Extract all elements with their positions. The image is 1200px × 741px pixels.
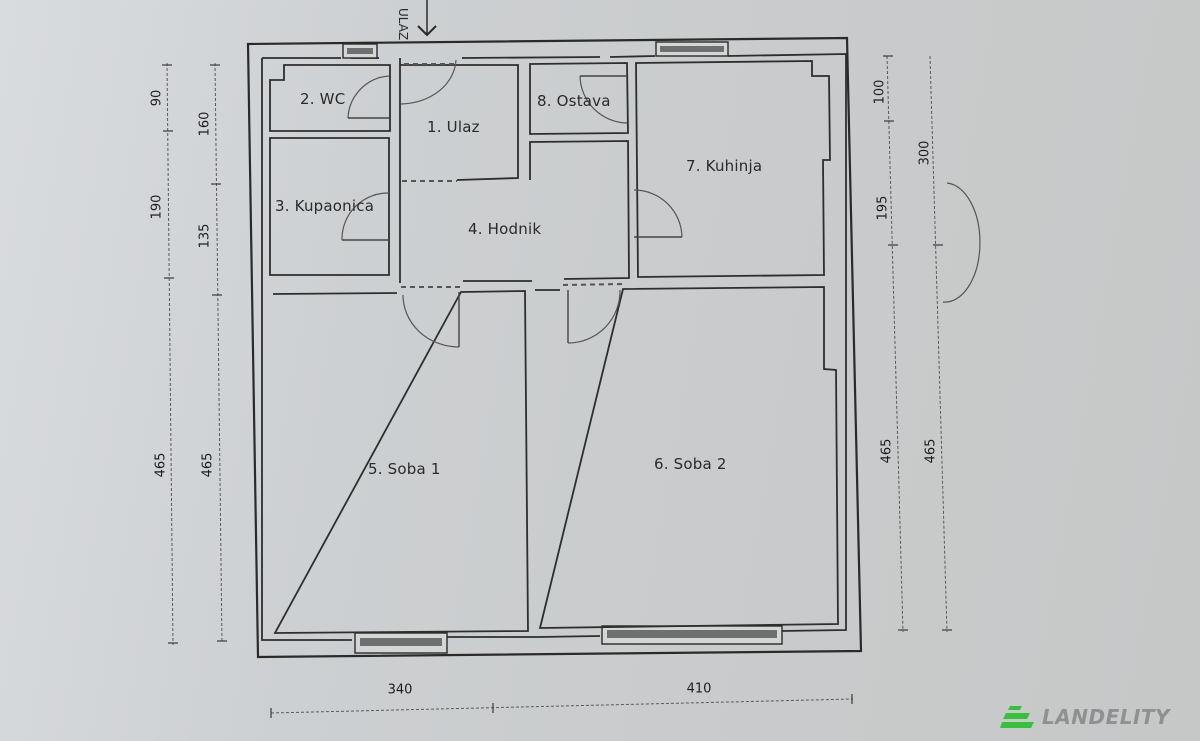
dim-right-inner-kuhinja: 195 (875, 195, 891, 221)
door-wc (347, 75, 390, 119)
entry-marker-label: ULAZ (396, 8, 410, 41)
dim-bottom-soba2: 410 (686, 681, 712, 697)
window-bottom-soba1 (354, 632, 448, 654)
dim-bottom-soba1: 340 (387, 682, 413, 698)
dim-right-outer-top: 300 (917, 140, 933, 166)
kupaonica-walls (269, 137, 390, 276)
window-top-wc (342, 43, 378, 59)
ostava-walls (529, 62, 629, 135)
door-kupaonica (341, 192, 390, 241)
door-ostava (579, 75, 628, 124)
dim-left-outer-soba: 465 (153, 452, 169, 478)
entry-arrow-icon (417, 0, 437, 37)
room-label-soba1: 5. Soba 1 (368, 460, 441, 478)
room-label-kupaonica: 3. Kupaonica (275, 197, 375, 215)
dimension-lines (162, 55, 952, 718)
brand-logo: LANDELITY (1000, 704, 1170, 730)
window-top-kitchen (655, 41, 729, 57)
room-label-ostava: 8. Ostava (537, 92, 611, 110)
soba2-walls (535, 286, 839, 629)
brand-name: LANDELITY (1042, 705, 1171, 729)
window-bottom-soba2 (601, 625, 783, 645)
dim-right-inner-soba: 465 (879, 438, 895, 464)
outer-walls (246, 36, 863, 659)
door-soba1 (402, 292, 460, 348)
door-soba2 (567, 289, 621, 344)
room-label-soba2: 6. Soba 2 (654, 455, 727, 473)
room-label-wc: 2. WC (300, 90, 346, 108)
dim-left-inner-soba: 465 (200, 452, 216, 478)
kuhinja-walls (635, 60, 831, 278)
wc-walls (269, 64, 391, 132)
room-label-kuhinja: 7. Kuhinja (686, 157, 763, 175)
door-entry (400, 59, 457, 105)
room-label-ulaz: 1. Ulaz (427, 118, 480, 136)
ulaz-walls (399, 58, 519, 280)
dim-right-outer-bottom: 465 (923, 438, 939, 464)
dim-left-outer-kupaonica: 190 (149, 194, 165, 220)
balcony-arc (942, 182, 981, 303)
door-kuhinja (633, 189, 683, 238)
dim-left-inner-ulaz: 160 (197, 111, 213, 137)
room-label-hodnik: 4. Hodnik (468, 220, 542, 238)
soba2-opening (562, 283, 624, 286)
dim-right-inner-ostava: 100 (872, 79, 888, 105)
dim-left-inner-hodnik: 135 (197, 223, 213, 249)
dim-left-outer-wc: 90 (149, 89, 165, 107)
landelity-logo-icon (1000, 706, 1034, 728)
soba1-walls (272, 290, 529, 634)
hodnik-walls (399, 140, 630, 283)
